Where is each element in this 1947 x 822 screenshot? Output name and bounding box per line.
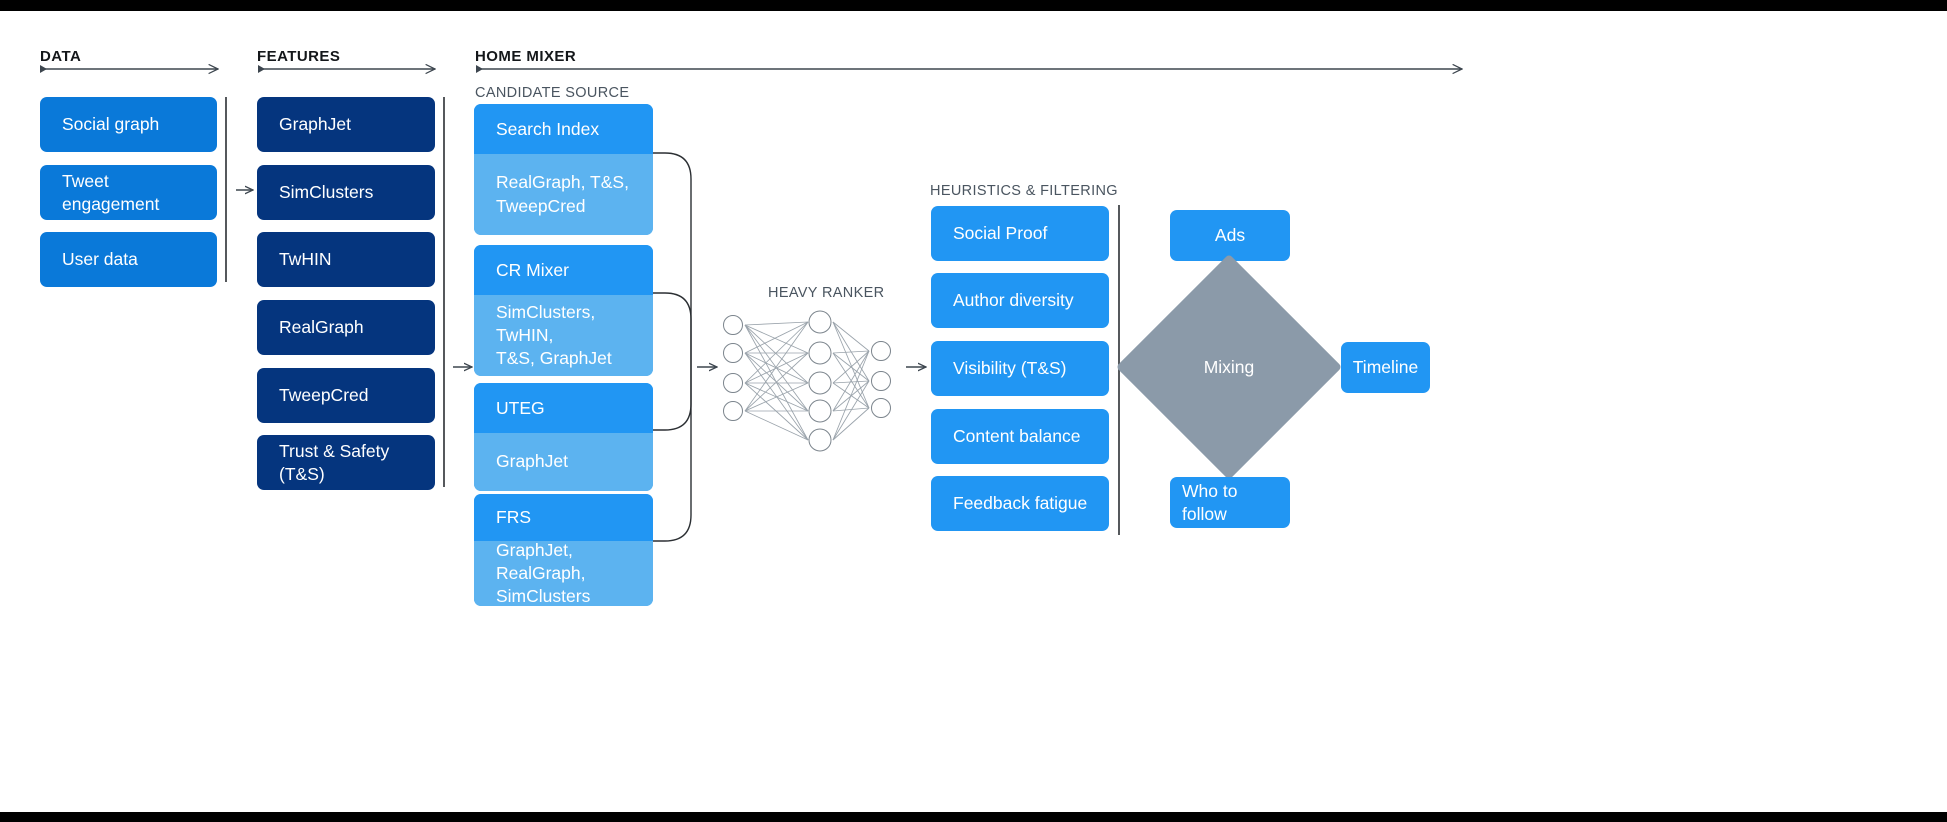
heavy-ranker-network xyxy=(723,310,891,452)
mixing-diamond-label: Mixing xyxy=(1203,356,1255,377)
candidate-source-features: GraphJet xyxy=(474,433,653,491)
data-box-social-graph[interactable]: Social graph xyxy=(40,97,217,152)
feature-box-tweepcred[interactable]: TweepCred xyxy=(257,368,435,423)
candidate-source-card-cr-mixer[interactable]: CR Mixer SimClusters, TwHIN, T&S, GraphJ… xyxy=(474,245,653,376)
candidate-source-features: GraphJet, RealGraph, SimClusters xyxy=(474,540,653,606)
phase-label-features: FEATURES xyxy=(257,48,341,65)
section-label-candidate-source: CANDIDATE SOURCE xyxy=(475,85,630,101)
mixing-input-who-to-follow[interactable]: Who to follow xyxy=(1170,477,1290,528)
candidate-source-card-frs[interactable]: FRS GraphJet, RealGraph, SimClusters xyxy=(474,494,653,606)
section-label-heavy-ranker: HEAVY RANKER xyxy=(768,285,885,301)
feature-box-simclusters[interactable]: SimClusters xyxy=(257,165,435,220)
output-box-timeline[interactable]: Timeline xyxy=(1341,342,1430,393)
heuristic-box-author-diversity[interactable]: Author diversity xyxy=(931,273,1109,328)
top-frame-bar xyxy=(0,0,1947,11)
section-label-heuristics: HEURISTICS & FILTERING xyxy=(930,183,1118,199)
candidate-source-name: CR Mixer xyxy=(474,245,653,295)
feature-box-graphjet[interactable]: GraphJet xyxy=(257,97,435,152)
heuristic-box-feedback-fatigue[interactable]: Feedback fatigue xyxy=(931,476,1109,531)
diagram-surface: DATA FEATURES HOME MIXER CANDIDATE SOURC… xyxy=(0,11,1947,812)
heuristic-box-visibility[interactable]: Visibility (T&S) xyxy=(931,341,1109,396)
bottom-frame-bar xyxy=(0,812,1947,822)
candidate-source-features: SimClusters, TwHIN, T&S, GraphJet xyxy=(474,295,653,376)
phase-label-data: DATA xyxy=(40,48,82,65)
heuristic-box-social-proof[interactable]: Social Proof xyxy=(931,206,1109,261)
phase-arrow-features xyxy=(258,65,435,73)
candidate-source-name: Search Index xyxy=(474,104,653,154)
phase-label-home-mixer: HOME MIXER xyxy=(475,48,577,65)
phase-arrow-data xyxy=(40,65,218,73)
feature-box-realgraph[interactable]: RealGraph xyxy=(257,300,435,355)
data-box-tweet-engagement[interactable]: Tweet engagement xyxy=(40,165,217,220)
candidate-source-features: RealGraph, T&S, TweepCred xyxy=(474,154,653,235)
candidate-gather-connectors xyxy=(653,152,692,542)
heuristic-box-content-balance[interactable]: Content balance xyxy=(931,409,1109,464)
candidate-source-name: FRS xyxy=(474,494,653,541)
candidate-source-card-uteg[interactable]: UTEG GraphJet xyxy=(474,383,653,491)
candidate-source-name: UTEG xyxy=(474,383,653,433)
data-box-user-data[interactable]: User data xyxy=(40,232,217,287)
feature-box-twhin[interactable]: TwHIN xyxy=(257,232,435,287)
phase-arrow-home-mixer xyxy=(476,65,1462,73)
mixing-diamond[interactable]: Mixing xyxy=(1115,253,1343,481)
feature-box-trust-safety[interactable]: Trust & Safety (T&S) xyxy=(257,435,435,490)
candidate-source-card-search-index[interactable]: Search Index RealGraph, T&S, TweepCred xyxy=(474,104,653,235)
mixing-input-ads[interactable]: Ads xyxy=(1170,210,1290,261)
